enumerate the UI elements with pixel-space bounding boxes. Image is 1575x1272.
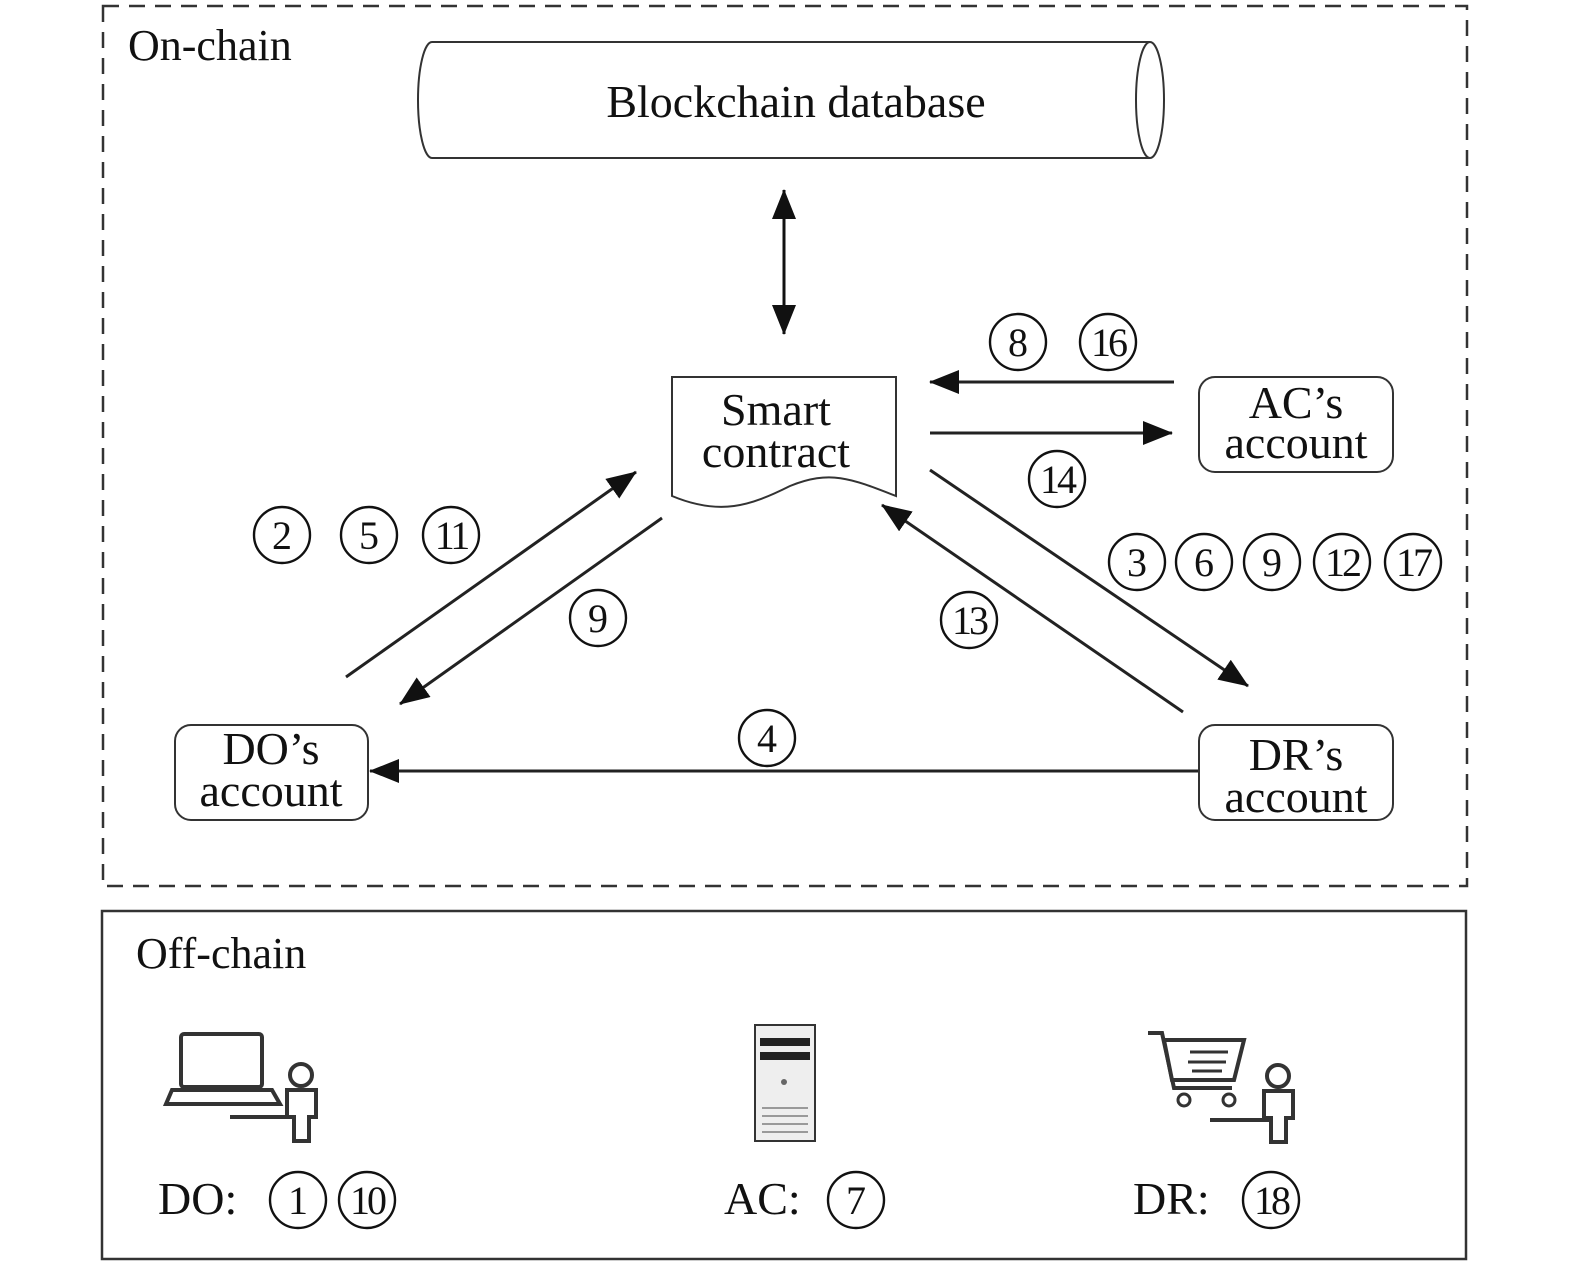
dr-account-line-2: account [1224, 771, 1367, 822]
step-badge-contract-to-dr: 6 [1174, 532, 1234, 592]
step-number: 12 [1325, 540, 1360, 585]
step-badge-circle [826, 1170, 886, 1230]
ac-account-line-1: AC’s [1249, 377, 1344, 428]
on-chain-label: On-chain [128, 21, 292, 70]
step-number: 18 [1254, 1178, 1290, 1223]
shopping-cart-user-icon [1148, 1031, 1295, 1144]
step-badge-contract-to-dr: 9 [1242, 532, 1302, 592]
step-badge-contract-to-do: 9 [568, 588, 628, 648]
step-number: 8 [1008, 320, 1028, 365]
step-number: 6 [1194, 540, 1214, 585]
step-number: 9 [588, 596, 608, 641]
do-actor-label: DO: [158, 1173, 237, 1224]
step-badge-contract-to-ac: 14 [1027, 449, 1087, 509]
step-badge-circle [268, 1170, 328, 1230]
laptop-user-icon [162, 1032, 318, 1143]
do-account-line-2: account [199, 765, 342, 816]
step-number: 16 [1091, 320, 1127, 365]
smart-contract-line-2: contract [702, 426, 850, 477]
step-number: 10 [350, 1178, 386, 1223]
step-badge-do-to-contract: 2 [252, 505, 312, 565]
do-account: DO’s account [174, 723, 369, 821]
step-badge-circle [1312, 532, 1372, 592]
off-chain-region [100, 909, 1468, 1261]
step-badge-do-actor: 1 [268, 1170, 328, 1230]
step-badge-circle [1383, 532, 1443, 592]
step-badge-circle [252, 505, 312, 565]
on-chain-region [101, 4, 1469, 888]
ac-account: AC’s account [1198, 376, 1394, 473]
step-badge-dr-actor: 18 [1241, 1170, 1301, 1230]
step-number: 3 [1127, 540, 1147, 585]
step-badge-ac-to-contract: 16 [1078, 312, 1138, 372]
step-number: 1 [288, 1178, 308, 1223]
step-badge-circle [568, 588, 628, 648]
off-chain-label: Off-chain [136, 929, 306, 978]
step-badge-ac-actor: 7 [826, 1170, 886, 1230]
arrow-contract-to-do [399, 516, 663, 706]
blockchain-database-label: Blockchain database [606, 76, 985, 127]
step-number: 17 [1396, 540, 1432, 585]
smart-contract-line-1: Smart [721, 384, 831, 435]
step-badge-circle [939, 590, 999, 650]
step-badge-do-to-contract: 5 [339, 505, 399, 565]
step-number: 7 [846, 1178, 866, 1223]
step-badge-circle [1027, 449, 1087, 509]
step-badge-contract-to-dr: 12 [1312, 532, 1372, 592]
step-badge-circle [337, 1170, 397, 1230]
step-badge-circle [737, 708, 797, 768]
step-badge-circle [1107, 532, 1167, 592]
step-number: 5 [359, 513, 379, 558]
step-badge-circle [1078, 312, 1138, 372]
step-badge-ac-to-contract: 8 [988, 312, 1048, 372]
arrow-do-to-contract [345, 470, 637, 679]
dr-account-line-1: DR’s [1249, 729, 1344, 780]
ac-account-line-2: account [1224, 417, 1367, 468]
dr-account: DR’s account [1198, 724, 1394, 822]
server-icon [754, 1024, 816, 1142]
step-badge-circle [1174, 532, 1234, 592]
ac-actor-label: AC: [724, 1173, 801, 1224]
step-badge-dr-to-contract: 13 [939, 590, 999, 650]
step-number: 4 [757, 716, 777, 761]
step-number: 9 [1262, 540, 1282, 585]
arrow-contract-to-dr [929, 468, 1249, 688]
smart-contract: Smart contract [671, 376, 897, 508]
dr-actor-label: DR: [1133, 1173, 1210, 1224]
step-badge-dr-to-do: 4 [737, 708, 797, 768]
step-badge-circle [988, 312, 1048, 372]
step-number: 13 [952, 598, 988, 643]
step-badge-circle [339, 505, 399, 565]
step-badge-contract-to-dr: 3 [1107, 532, 1167, 592]
step-badges: 8 16 14 2 5 11 9 13 3 6 9 12 17 4 1 10 7 18 [252, 312, 1443, 1230]
step-number: 2 [272, 513, 292, 558]
step-badge-circle [1242, 532, 1302, 592]
step-badge-do-to-contract: 11 [421, 505, 481, 565]
step-number: 14 [1040, 457, 1077, 502]
step-badge-circle [421, 505, 481, 565]
step-badge-do-actor: 10 [337, 1170, 397, 1230]
step-badge-circle [1241, 1170, 1301, 1230]
step-badge-contract-to-dr: 17 [1383, 532, 1443, 592]
arrow-dr-to-contract [881, 503, 1184, 714]
do-account-line-1: DO’s [222, 723, 319, 774]
step-number: 11 [435, 513, 469, 558]
blockchain-database: Blockchain database [417, 41, 1165, 159]
